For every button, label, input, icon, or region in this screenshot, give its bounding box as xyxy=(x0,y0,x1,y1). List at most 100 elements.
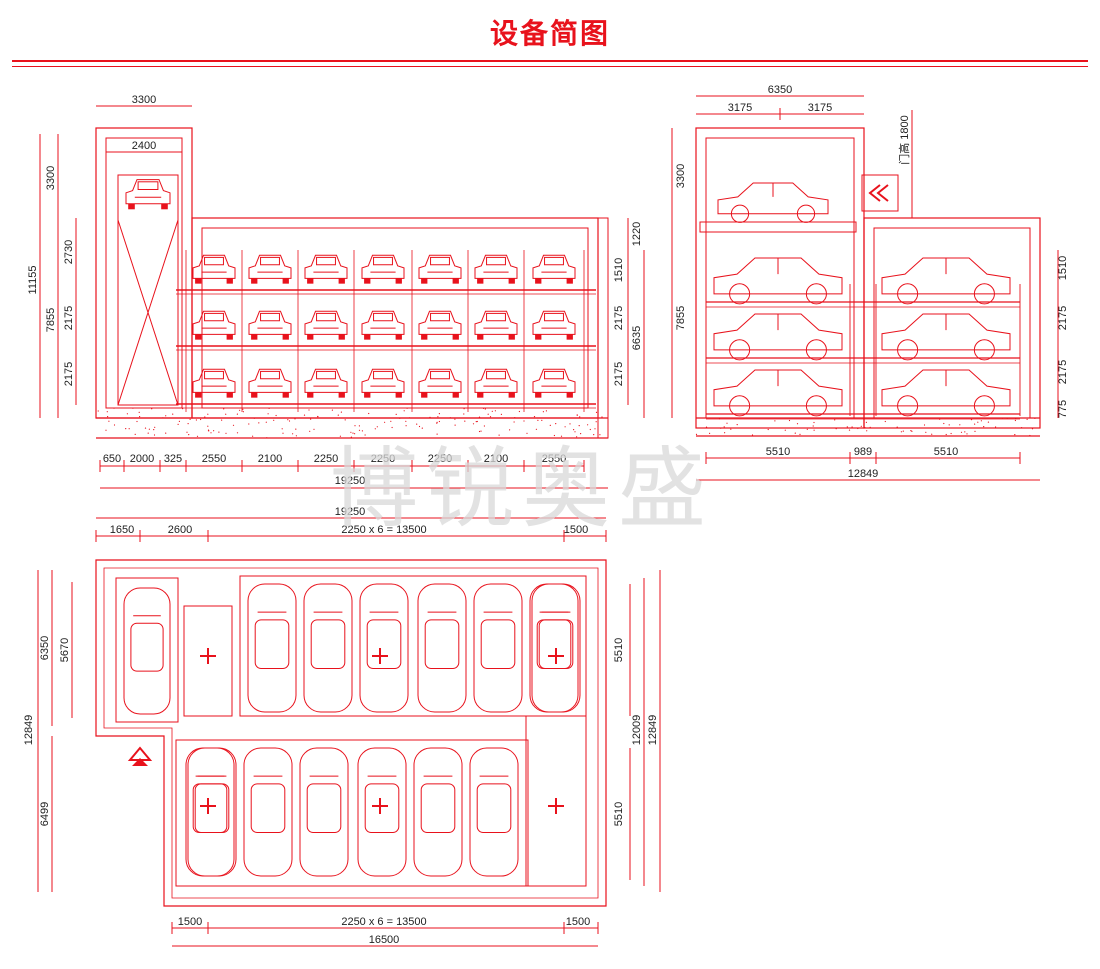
concrete-hatch xyxy=(709,433,710,434)
concrete-hatch xyxy=(237,414,238,415)
concrete-hatch xyxy=(861,426,862,427)
concrete-hatch xyxy=(266,422,267,423)
concrete-hatch xyxy=(730,429,731,430)
car-side-icon xyxy=(882,370,1010,416)
car-wheel xyxy=(453,278,459,283)
car-wheel xyxy=(509,278,515,283)
car-wheel xyxy=(339,392,345,397)
car-window xyxy=(205,313,224,320)
concrete-hatch xyxy=(943,423,944,424)
concrete-hatch xyxy=(416,424,417,425)
car-window xyxy=(261,371,280,378)
car-side-icon xyxy=(714,314,842,360)
concrete-hatch xyxy=(354,425,355,426)
concrete-hatch xyxy=(153,429,154,430)
concrete-hatch xyxy=(406,425,407,426)
concrete-hatch xyxy=(125,428,126,429)
concrete-hatch xyxy=(857,428,858,429)
plan-view xyxy=(38,518,660,946)
car-front-icon xyxy=(193,369,235,397)
concrete-hatch xyxy=(509,429,510,430)
car-window xyxy=(487,257,506,264)
concrete-hatch xyxy=(514,421,515,422)
concrete-hatch xyxy=(596,412,597,413)
dimension-label: 2400 xyxy=(132,140,156,152)
car-body xyxy=(419,255,461,278)
car-wheel xyxy=(283,334,289,339)
car-body xyxy=(475,311,517,334)
car-roof xyxy=(421,784,455,833)
car-body xyxy=(305,311,347,334)
dimension-label: 6635 xyxy=(631,326,643,350)
concrete-hatch xyxy=(98,410,99,411)
car-wheel xyxy=(364,334,370,339)
car-wheel xyxy=(307,392,313,397)
car-front-icon xyxy=(193,311,235,339)
car-top-icon xyxy=(414,748,462,876)
concrete-hatch xyxy=(543,411,544,412)
concrete-hatch xyxy=(165,433,166,434)
concrete-hatch xyxy=(340,436,341,437)
car-wheel xyxy=(453,334,459,339)
concrete-hatch xyxy=(565,426,566,427)
car-top-icon xyxy=(186,748,234,876)
concrete-hatch xyxy=(108,421,109,422)
car-wheel xyxy=(396,392,402,397)
car-window xyxy=(374,257,393,264)
concrete-hatch xyxy=(188,423,189,424)
concrete-hatch xyxy=(188,434,189,435)
concrete-hatch xyxy=(419,426,420,427)
concrete-hatch xyxy=(897,427,898,428)
car-roof xyxy=(477,784,511,833)
concrete-hatch xyxy=(354,433,355,434)
car-wheel xyxy=(307,278,313,283)
car-window xyxy=(205,257,224,264)
concrete-hatch xyxy=(113,408,114,409)
car-window xyxy=(545,257,564,264)
concrete-hatch xyxy=(724,432,725,433)
concrete-hatch xyxy=(774,420,775,421)
car-wheel xyxy=(283,278,289,283)
concrete-hatch xyxy=(706,427,707,428)
car-wheel xyxy=(195,278,201,283)
concrete-hatch xyxy=(304,415,305,416)
concrete-hatch xyxy=(849,430,850,431)
concrete-hatch xyxy=(345,419,346,420)
concrete-hatch xyxy=(208,430,209,431)
concrete-hatch xyxy=(561,436,562,437)
car-body xyxy=(419,311,461,334)
dimension-label: 325 xyxy=(164,453,182,465)
concrete-hatch xyxy=(309,431,310,432)
car-window xyxy=(487,313,506,320)
car-wheel xyxy=(421,334,427,339)
car-wheel xyxy=(364,392,370,397)
dimension-label: 1220 xyxy=(631,222,643,246)
drawing-rect xyxy=(240,576,586,716)
concrete-hatch xyxy=(317,416,318,417)
car-top-icon xyxy=(530,584,578,712)
car-wheel xyxy=(364,278,370,283)
dimension-label: 12849 xyxy=(848,468,879,480)
concrete-hatch xyxy=(368,413,369,414)
dimension-label: 650 xyxy=(103,453,121,465)
concrete-hatch xyxy=(852,426,853,427)
concrete-hatch xyxy=(107,411,108,412)
concrete-hatch xyxy=(296,435,297,436)
dimension-label: 6499 xyxy=(39,802,51,826)
concrete-hatch xyxy=(151,408,152,409)
car-wheel xyxy=(509,334,515,339)
car-body xyxy=(249,311,291,334)
car-front-icon xyxy=(362,369,404,397)
car-body xyxy=(475,255,517,278)
dimension-label: 5510 xyxy=(934,446,958,458)
concrete-hatch xyxy=(847,426,848,427)
concrete-hatch xyxy=(463,413,464,414)
drawing-rect xyxy=(700,222,856,232)
concrete-hatch xyxy=(243,411,244,412)
concrete-hatch xyxy=(807,429,808,430)
concrete-hatch xyxy=(127,413,128,414)
car-wheel xyxy=(307,334,313,339)
concrete-hatch xyxy=(310,419,311,420)
dimension-label: 19250 xyxy=(335,506,366,518)
car-front-icon xyxy=(362,255,404,283)
